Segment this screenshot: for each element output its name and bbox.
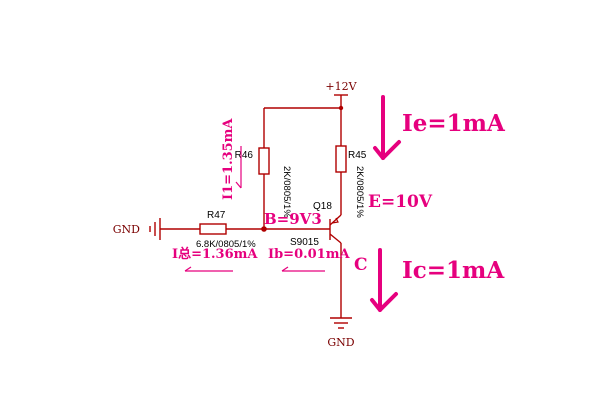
transistor-q18 xyxy=(329,214,342,244)
r46-name: R46 xyxy=(235,150,254,161)
i1-arrow xyxy=(235,146,242,189)
r47-name: R47 xyxy=(207,210,226,221)
circuit-wires xyxy=(160,95,342,318)
ie-arrow xyxy=(373,95,401,160)
resistor-r47 xyxy=(199,223,227,235)
resistor-r45 xyxy=(335,145,347,173)
total-current-annotation: I总=1.36mA xyxy=(172,246,258,262)
ground-symbol-bottom xyxy=(330,317,352,329)
ie-annotation: Ie=1mA xyxy=(402,110,506,137)
base-current-annotation: Ib=0.01mA xyxy=(268,247,350,262)
supply-label: +12V xyxy=(325,80,357,93)
ic-arrow xyxy=(370,248,398,312)
emitter-voltage-annotation: E=10V xyxy=(368,192,433,212)
collector-annotation: C xyxy=(354,255,368,275)
current-arrows xyxy=(184,266,325,272)
junction-dot xyxy=(338,105,344,111)
r46-value: 2K/0805/1% xyxy=(281,166,292,218)
r45-name: R45 xyxy=(348,150,367,161)
gnd-label-bottom: GND xyxy=(327,336,354,349)
ic-annotation: Ic=1mA xyxy=(402,257,505,284)
r47-value: 6.8K/0805/1% xyxy=(196,239,256,250)
ground-symbol-left xyxy=(149,218,161,240)
transistor-name: Q18 xyxy=(313,201,332,212)
resistor-r46 xyxy=(258,147,270,175)
transistor-part: S9015 xyxy=(290,237,319,248)
base-voltage-annotation: B=9V3 xyxy=(264,210,322,228)
r45-value: 2K/0805/1% xyxy=(354,166,365,218)
gnd-label-left: GND xyxy=(113,223,140,236)
junction-dot xyxy=(261,226,267,232)
i1-annotation: I1=1.35mA xyxy=(221,118,236,200)
